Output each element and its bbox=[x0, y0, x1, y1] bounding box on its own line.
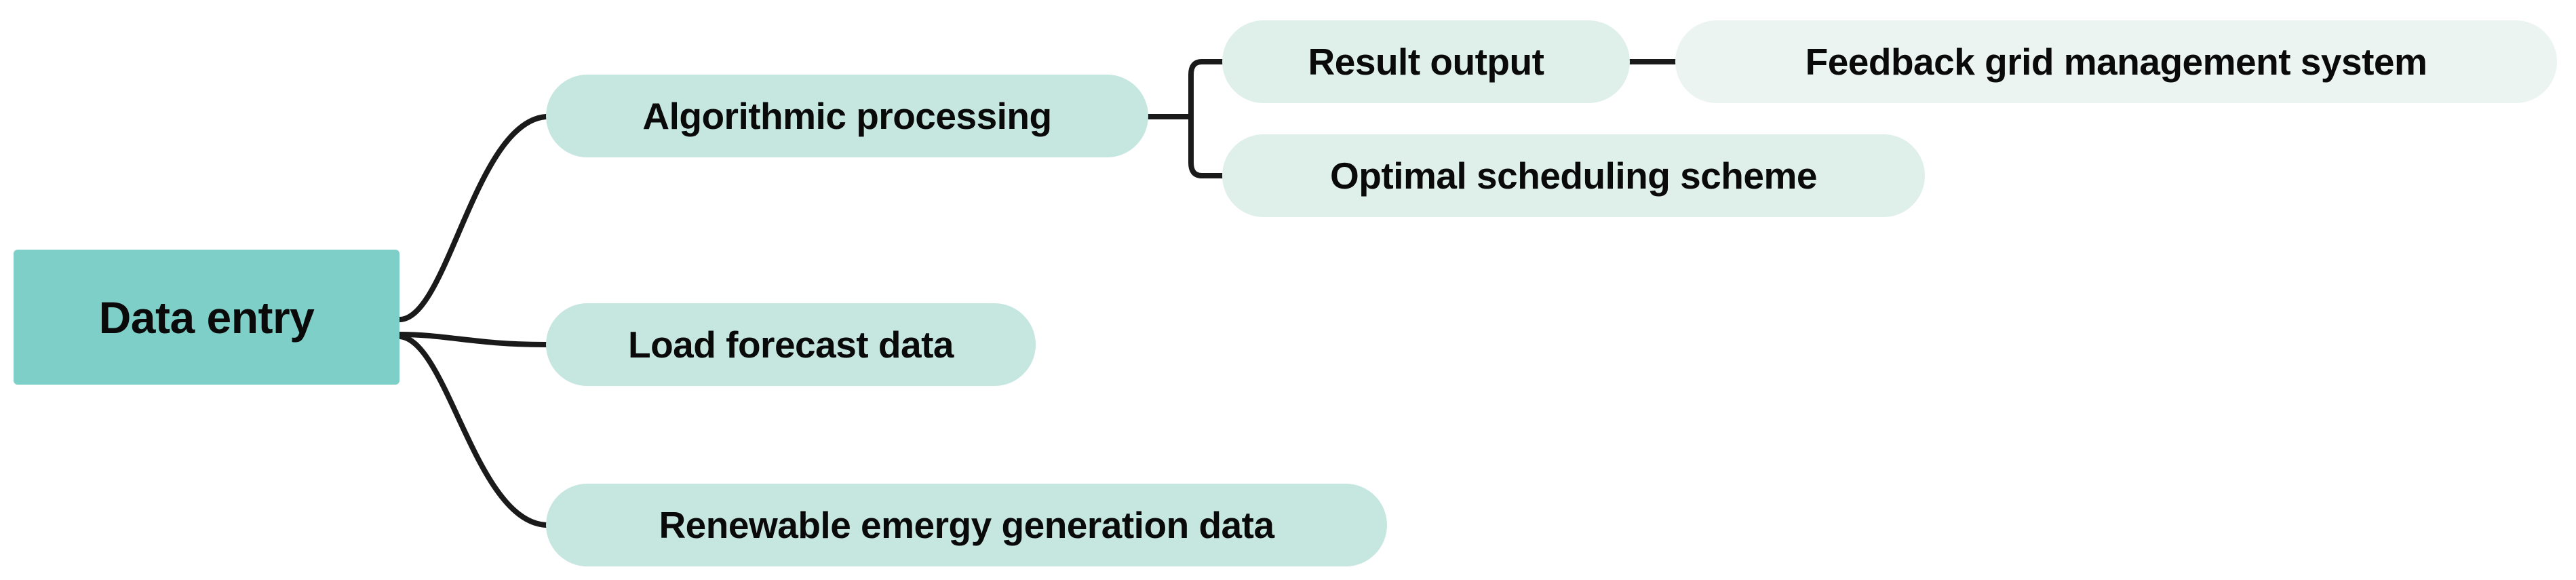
node-algorithmic-processing[interactable]: Algorithmic processing bbox=[546, 75, 1148, 157]
node-load-forecast-data[interactable]: Load forecast data bbox=[546, 303, 1036, 386]
node-root-data-entry[interactable]: Data entry bbox=[14, 250, 399, 385]
edge-root-to-renewable-emergy-generation-data bbox=[397, 334, 549, 528]
node-label: Algorithmic processing bbox=[642, 94, 1052, 137]
edge-root-to-load-forecast-data bbox=[397, 332, 549, 347]
node-label: Result output bbox=[1308, 40, 1544, 83]
node-renewable-emergy-generation-data[interactable]: Renewable emergy generation data bbox=[546, 484, 1387, 566]
node-feedback-grid-management-system[interactable]: Feedback grid management system bbox=[1675, 20, 2557, 103]
node-label: Renewable emergy generation data bbox=[659, 503, 1274, 546]
node-label: Data entry bbox=[98, 292, 315, 343]
node-label: Load forecast data bbox=[627, 323, 954, 366]
node-label: Feedback grid management system bbox=[1805, 40, 2427, 83]
node-optimal-scheduling-scheme[interactable]: Optimal scheduling scheme bbox=[1222, 134, 1925, 217]
node-result-output[interactable]: Result output bbox=[1222, 20, 1630, 103]
node-label: Optimal scheduling scheme bbox=[1330, 154, 1817, 197]
edge-fork-bracket bbox=[1188, 59, 1225, 178]
edge-root-to-algorithmic-processing bbox=[397, 114, 549, 322]
